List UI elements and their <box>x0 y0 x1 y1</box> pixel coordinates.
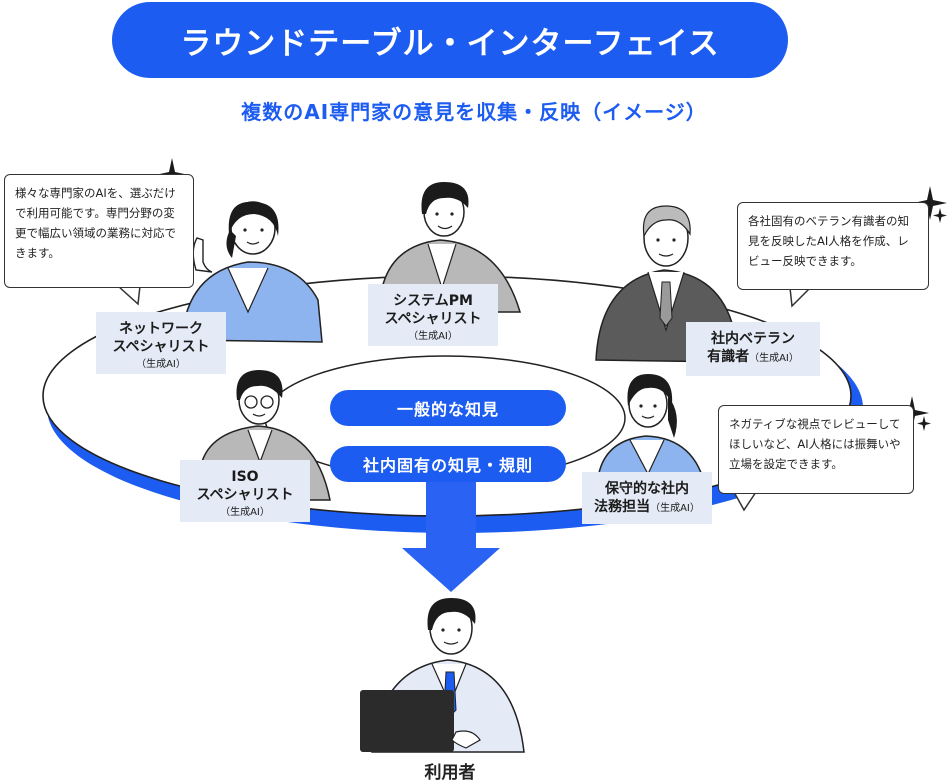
label-system-pm: システムPM スペシャリスト （生成AI） <box>368 284 498 346</box>
avatar-user <box>360 598 525 753</box>
bubble-tail <box>116 285 141 306</box>
label-legal-officer: 保守的な社内 法務担当（生成AI） <box>582 472 712 524</box>
laptop-icon <box>360 690 454 752</box>
bubble-right-bottom: ネガティブな視点でレビューしてほしいなど、AI人格には振舞いや立場を設定できます… <box>718 405 914 494</box>
bubble-tail <box>732 491 758 512</box>
label-network-specialist: ネットワーク スペシャリスト （生成AI） <box>96 312 226 374</box>
bubble-left: 様々な専門家のAIを、選ぶだけで利用可能です。専門分野の変更で幅広い領域の業務に… <box>4 174 194 288</box>
bubble-tail <box>789 287 812 308</box>
label-iso-specialist: ISO スペシャリスト （生成AI） <box>180 460 310 522</box>
user-label: 利用者 <box>424 763 476 783</box>
general-knowledge-pill: 一般的な知見 <box>330 390 566 426</box>
bubble-right-top: 各社固有のベテラン有識者の知見を反映したAI人格を作成、レビュー反映できます。 <box>737 202 929 290</box>
page-title: ラウンドテーブル・インターフェイス <box>180 25 720 62</box>
page-subtitle: 複数のAI専門家の意見を収集・反映（イメージ） <box>241 100 707 124</box>
down-arrow-icon <box>402 470 500 592</box>
company-knowledge-pill: 社内固有の知見・規則 <box>330 446 566 482</box>
sparkle-icon <box>913 186 947 223</box>
label-veteran-expert: 社内ベテラン 有識者（生成AI） <box>686 322 820 376</box>
title-banner: ラウンドテーブル・インターフェイス <box>112 2 788 78</box>
